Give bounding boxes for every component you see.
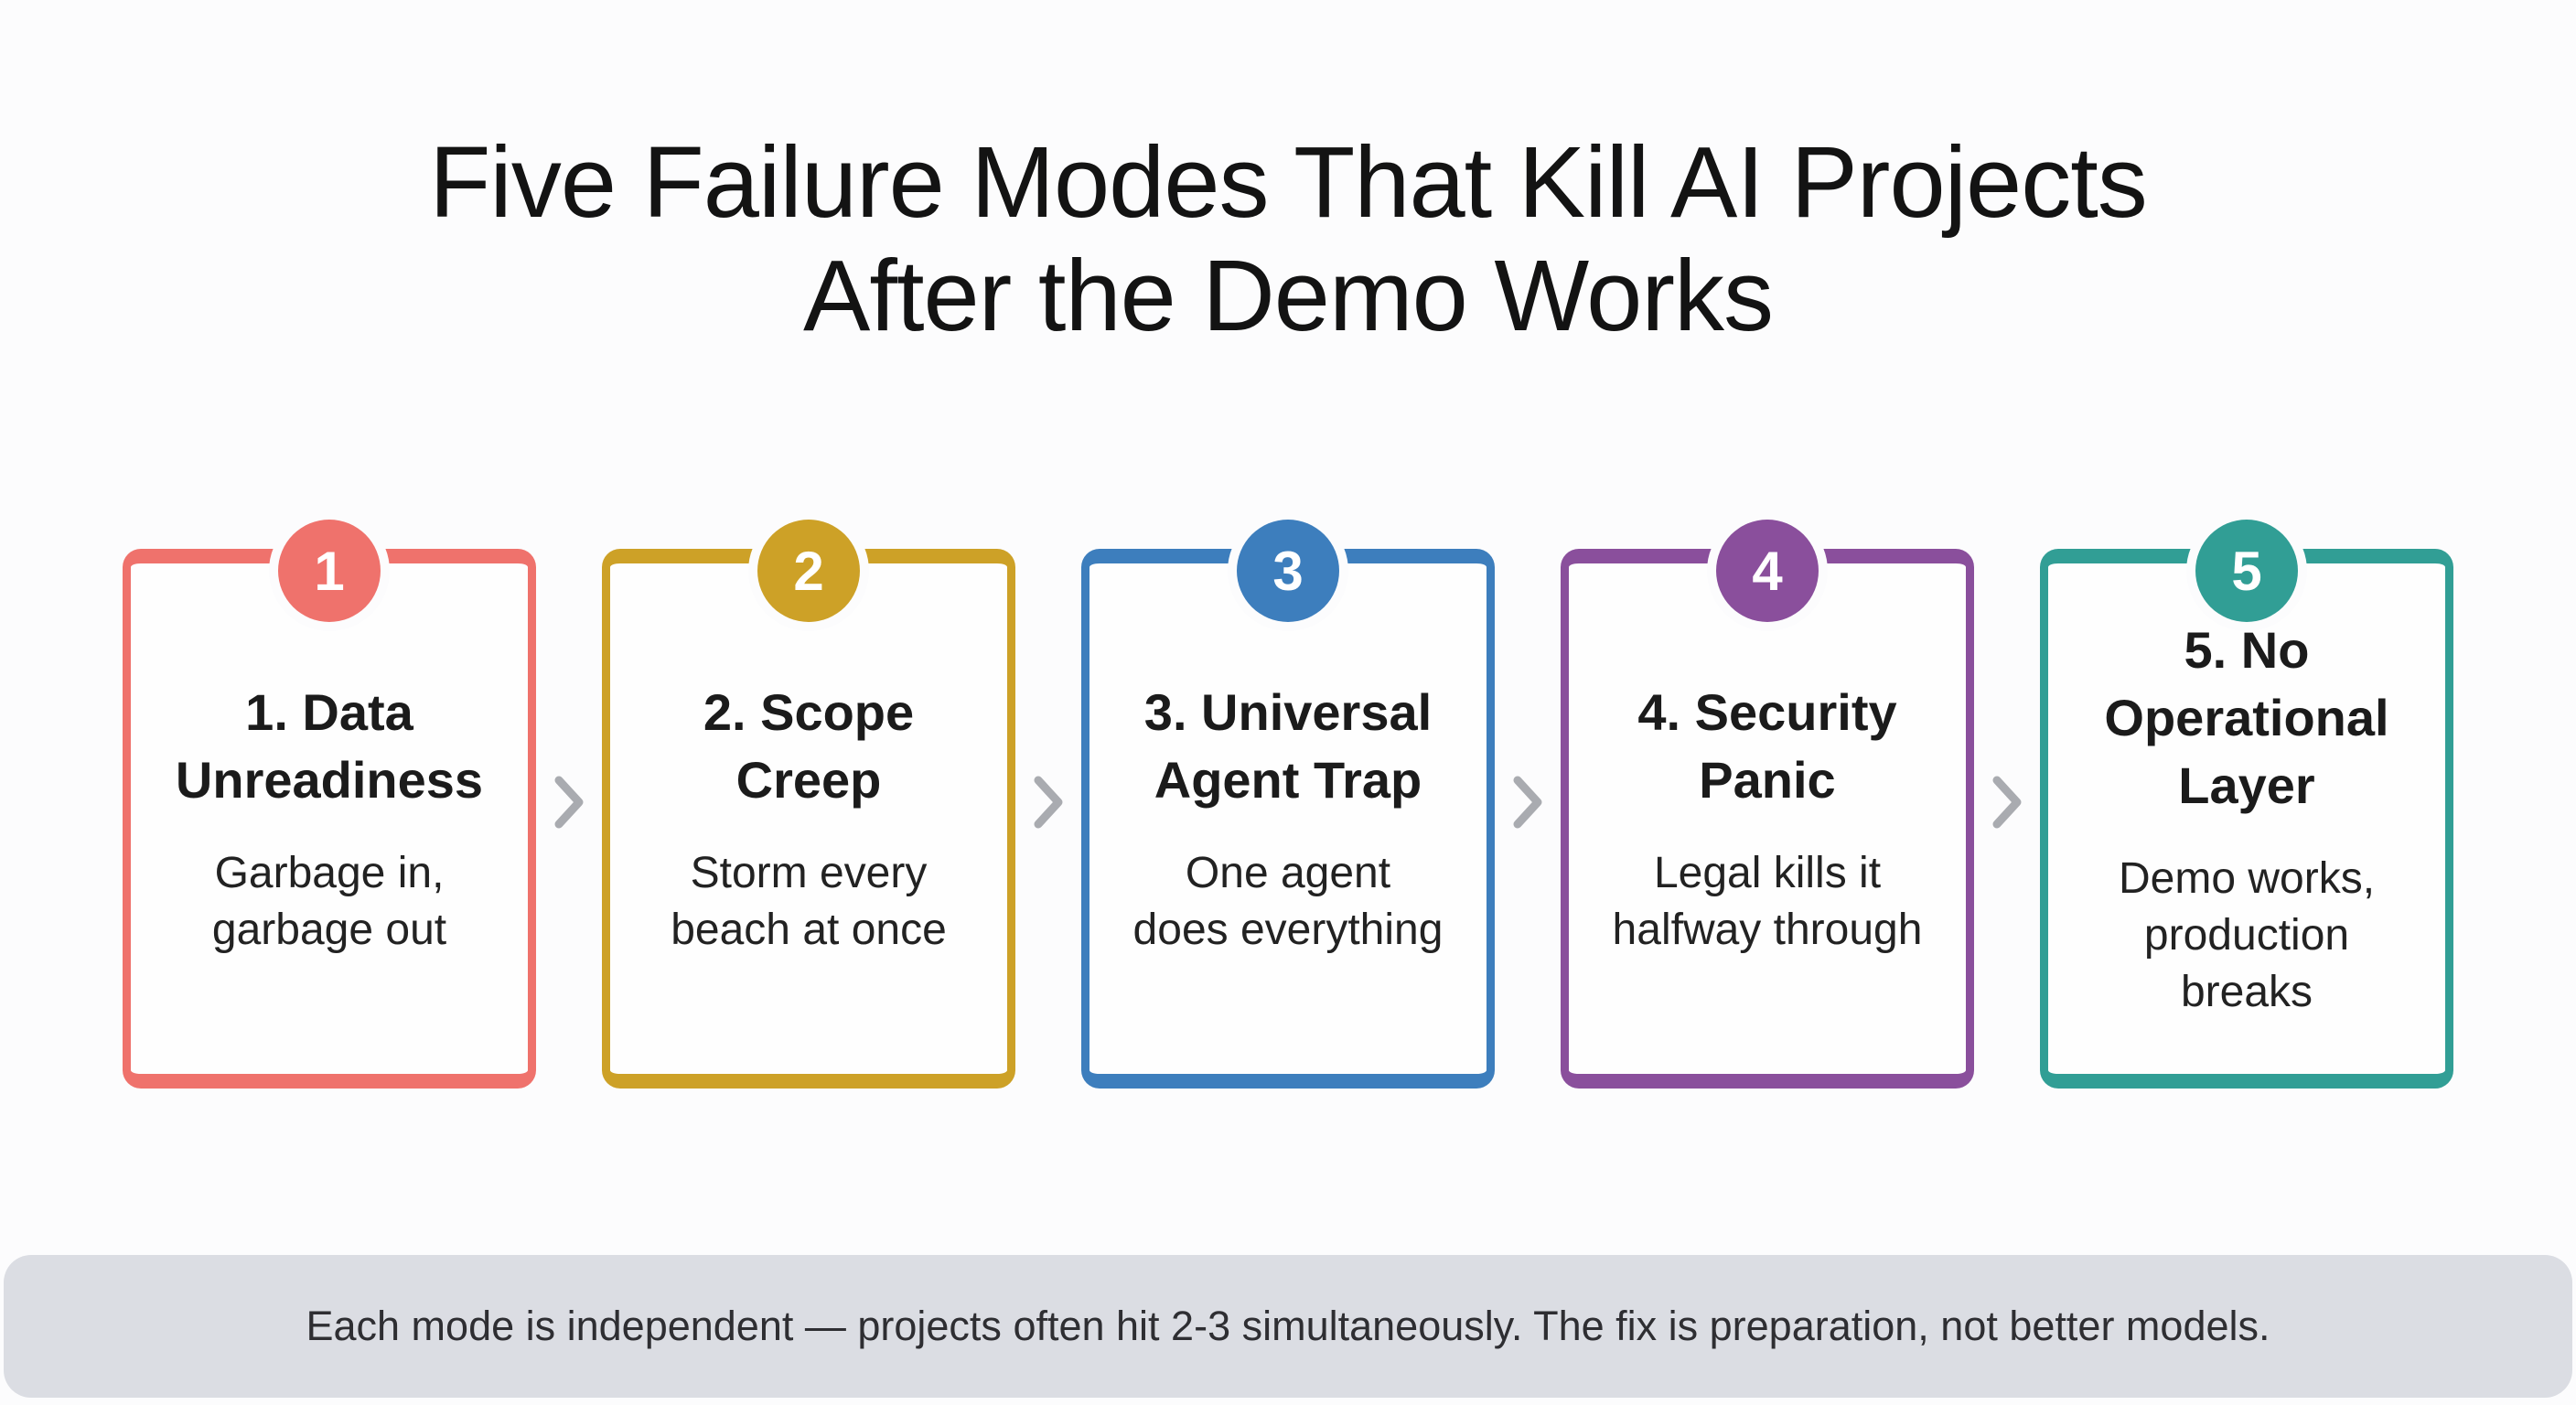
card-5-heading: 5. No Operational Layer	[2104, 621, 2389, 814]
step-3-badge: 3	[1237, 520, 1339, 622]
step-3-number: 3	[1272, 540, 1304, 602]
card-2-subtitle: Storm every beach at once	[671, 849, 947, 954]
card-2-heading: 2. Scope Creep	[703, 683, 915, 809]
card-3-subtitle: One agent does everything	[1132, 849, 1444, 954]
failure-modes-row: 1 1. Data Unreadiness Garbage in, garbag…	[0, 520, 2576, 1089]
chevron-right-icon	[1495, 532, 1561, 1072]
step-5-badge: 5	[2195, 520, 2298, 622]
card-data-unreadiness: 1 1. Data Unreadiness Garbage in, garbag…	[123, 520, 536, 1089]
card-no-operational-layer: 5 5. No Operational Layer Demo works, pr…	[2040, 520, 2453, 1089]
page-title: Five Failure Modes That Kill AI Projects…	[0, 126, 2576, 353]
step-4-number: 4	[1752, 540, 1783, 602]
card-scope-creep: 2 2. Scope Creep Storm every beach at on…	[602, 520, 1015, 1089]
card-1-subtitle: Garbage in, garbage out	[211, 849, 447, 954]
chevron-right-icon	[1015, 532, 1081, 1072]
card-security-panic: 4 4. Security Panic Legal kills it halfw…	[1561, 520, 1974, 1089]
card-4-subtitle: Legal kills it halfway through	[1612, 849, 1923, 954]
step-1-number: 1	[314, 540, 345, 602]
chevron-right-icon	[536, 532, 602, 1072]
step-2-badge: 2	[757, 520, 860, 622]
card-universal-agent-trap: 3 3. Universal Agent Trap One agent does…	[1081, 520, 1495, 1089]
chevron-right-icon	[1974, 532, 2040, 1072]
step-1-badge: 1	[278, 520, 381, 622]
page-title-line1: Five Failure Modes That Kill AI Projects	[429, 126, 2148, 239]
card-1-heading: 1. Data Unreadiness	[175, 683, 484, 809]
step-2-number: 2	[793, 540, 824, 602]
card-4-heading: 4. Security Panic	[1637, 683, 1897, 809]
card-5-subtitle: Demo works, production breaks	[2118, 854, 2376, 1016]
page-title-line2: After the Demo Works	[803, 240, 1774, 352]
card-3-heading: 3. Universal Agent Trap	[1143, 683, 1433, 809]
footer-note-text: Each mode is independent — projects ofte…	[306, 1303, 2270, 1349]
step-4-badge: 4	[1716, 520, 1819, 622]
step-5-number: 5	[2231, 540, 2262, 602]
footer-note-band: Each mode is independent — projects ofte…	[4, 1255, 2572, 1398]
